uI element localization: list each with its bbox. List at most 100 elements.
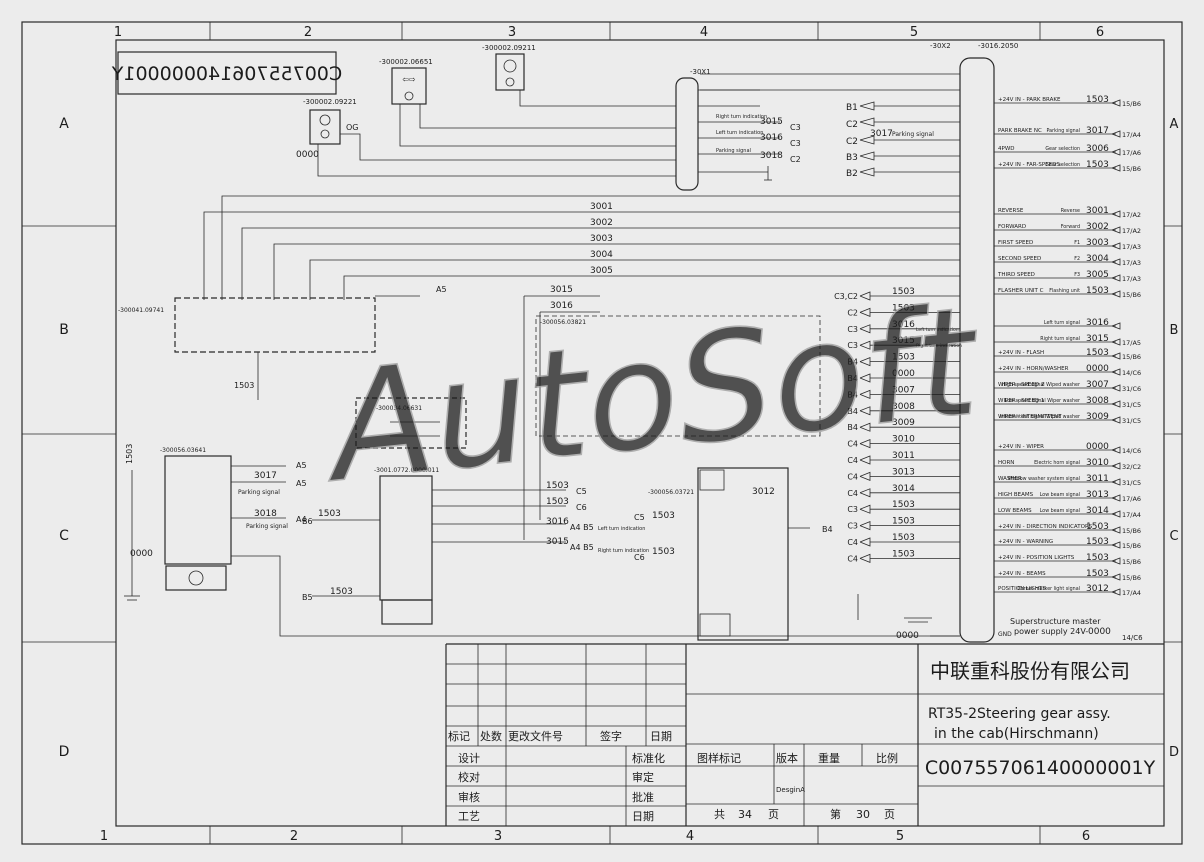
svg-text:Parking signal: Parking signal (716, 148, 751, 154)
x2-left-ref: C4 (847, 472, 858, 481)
bus-wire-label: 3001 (590, 202, 613, 212)
x2-right-function: +24V IN - WARNING (998, 539, 1053, 545)
company-name: 中联重科股份有限公司 (930, 659, 1130, 683)
svg-text:-300056.03641: -300056.03641 (160, 447, 206, 454)
svg-text:Parking signal: Parking signal (892, 131, 934, 138)
bus-wire (309, 259, 960, 300)
svg-text:-300034.06631: -300034.06631 (376, 405, 422, 412)
x2-right-function: HIGH BEAMS (998, 492, 1034, 498)
x2-right-dest: 17/A3 (1122, 275, 1141, 283)
x2-right-wire: 3004 (1086, 254, 1109, 264)
svg-text:B6: B6 (302, 517, 313, 526)
x2-right-dest: 15/B6 (1122, 527, 1141, 535)
zone-row-label: B (1170, 323, 1179, 338)
zone-col-label: 5 (896, 829, 904, 844)
bus-wire (241, 227, 960, 300)
lamp-park: -300002.09211 (482, 44, 536, 91)
x2-right-signal: Forward (1061, 224, 1080, 230)
x2-right-dest: 17/A4 (1122, 589, 1141, 597)
x2-right-signal: Intermittent signal Wiped washer (1000, 414, 1080, 420)
x2-left-wire: 3007 (892, 385, 915, 395)
arrow-icon (1111, 274, 1121, 282)
arrow-icon (1111, 541, 1121, 549)
x2-right-function: LOW BEAMS (998, 508, 1032, 514)
x2-right-function: THIRD SPEED (997, 272, 1035, 278)
svg-text:C2: C2 (846, 137, 858, 147)
x2-left-wire: 3008 (892, 402, 915, 412)
bus-wire (273, 243, 960, 300)
x2-left-ref: C4 (847, 538, 858, 547)
signoff-label: 日期 (632, 810, 654, 823)
svg-text:页: 页 (768, 808, 779, 821)
x2-right-wire: 3017 (1086, 126, 1109, 136)
arrow-icon (1111, 226, 1121, 234)
svg-text:14/C6: 14/C6 (1122, 634, 1143, 642)
svg-text:A5: A5 (436, 285, 447, 294)
arrow-icon (1111, 352, 1121, 360)
svg-text:GND: GND (998, 631, 1012, 638)
arrow-icon (1111, 148, 1121, 156)
svg-text:-300002.06651: -300002.06651 (379, 58, 433, 66)
x2-right-function: 4PWD (998, 146, 1015, 152)
svg-text:3015: 3015 (760, 117, 783, 127)
arrow-icon (1111, 384, 1121, 392)
arrow-icon (1111, 462, 1121, 470)
svg-text:3015: 3015 (550, 285, 573, 295)
arrow-icon (1111, 510, 1121, 518)
svg-text:A4 B5: A4 B5 (570, 543, 594, 552)
x2-right-signal: Low beam signal (1040, 492, 1080, 498)
zone-row-label: D (1169, 745, 1179, 760)
x2-right-dest: 17/A5 (1122, 339, 1141, 347)
arrow-icon (1111, 588, 1121, 596)
svg-text:Superstructure master: Superstructure master (1010, 617, 1101, 626)
svg-text:1503: 1503 (546, 481, 569, 491)
x2-right-function: +24V IN - FLASH (998, 350, 1044, 356)
svg-text:C2: C2 (790, 155, 801, 164)
svg-text:0000: 0000 (296, 150, 319, 160)
zone-row-label: A (1170, 117, 1179, 132)
lamp-wires (317, 90, 676, 177)
svg-text:B5: B5 (302, 593, 313, 602)
rev-header: 签字 (600, 729, 622, 743)
svg-text:3017: 3017 (870, 129, 893, 139)
x2-right-function: WIPER - SPEED 1 (998, 398, 1044, 404)
arrow-icon (1111, 526, 1121, 534)
svg-text:B1: B1 (846, 103, 858, 113)
svg-text:Right turn indication: Right turn indication (598, 548, 649, 554)
x2-right-signal: F2 (1074, 256, 1080, 262)
arrow-icon (1111, 164, 1121, 172)
x2-left-ref: B4 (847, 407, 858, 416)
x2-right-dest: 15/B6 (1122, 558, 1141, 566)
svg-text:3016: 3016 (550, 301, 573, 311)
superstructure-power: Superstructure master power supply 24V- … (896, 617, 1143, 642)
x2-right-function: +24V IN - FAR-SPEEDS (998, 162, 1060, 168)
x2-right-dest: 17/A3 (1122, 243, 1141, 251)
x2-left-ref: C2 (847, 308, 858, 317)
x2-right-signal: Low beam signal (1040, 508, 1080, 514)
svg-text:1503: 1503 (318, 509, 341, 519)
lamp-indicator: -300002.06651 ⇦⇨ (379, 58, 433, 105)
svg-text:C6: C6 (576, 503, 587, 512)
x2-right-signal: Electric horn signal (1034, 460, 1080, 466)
svg-text:第: 第 (830, 807, 841, 821)
x2-right-signal: Reverse (1061, 208, 1080, 214)
title-line-1: RT35-2Steering gear assy. (928, 706, 1111, 722)
svg-text:B4: B4 (822, 525, 833, 534)
relay-c2: -3001.0772.0000.011 1503 B6 1503 B5 1503… (302, 467, 649, 625)
lamp-og: -300002.09221 OG 0000 (296, 98, 359, 160)
x2-right-signal: Low speed signal Wiper washer (1005, 398, 1081, 404)
x2-left-ref: C4 (847, 489, 858, 498)
connector-x1: -30X1 Right turn indication 3015 C3 Left… (675, 68, 801, 191)
svg-text:C6: C6 (634, 553, 645, 562)
x2-left-wire: 3013 (892, 467, 915, 477)
svg-text:C3: C3 (790, 139, 801, 148)
x2-right-function: POSITION LIGHTS (998, 586, 1046, 592)
x2-right-dest: 31/C5 (1122, 479, 1141, 487)
x2-right-dest: 15/B6 (1122, 100, 1141, 108)
x2-left-ref: C3 (847, 522, 858, 531)
zone-row-label: C (1169, 529, 1178, 544)
x2-right-dest: 31/C5 (1122, 417, 1141, 425)
svg-text:C3: C3 (790, 123, 801, 132)
arrow-icon (1111, 494, 1121, 502)
svg-text:3018: 3018 (760, 151, 783, 161)
